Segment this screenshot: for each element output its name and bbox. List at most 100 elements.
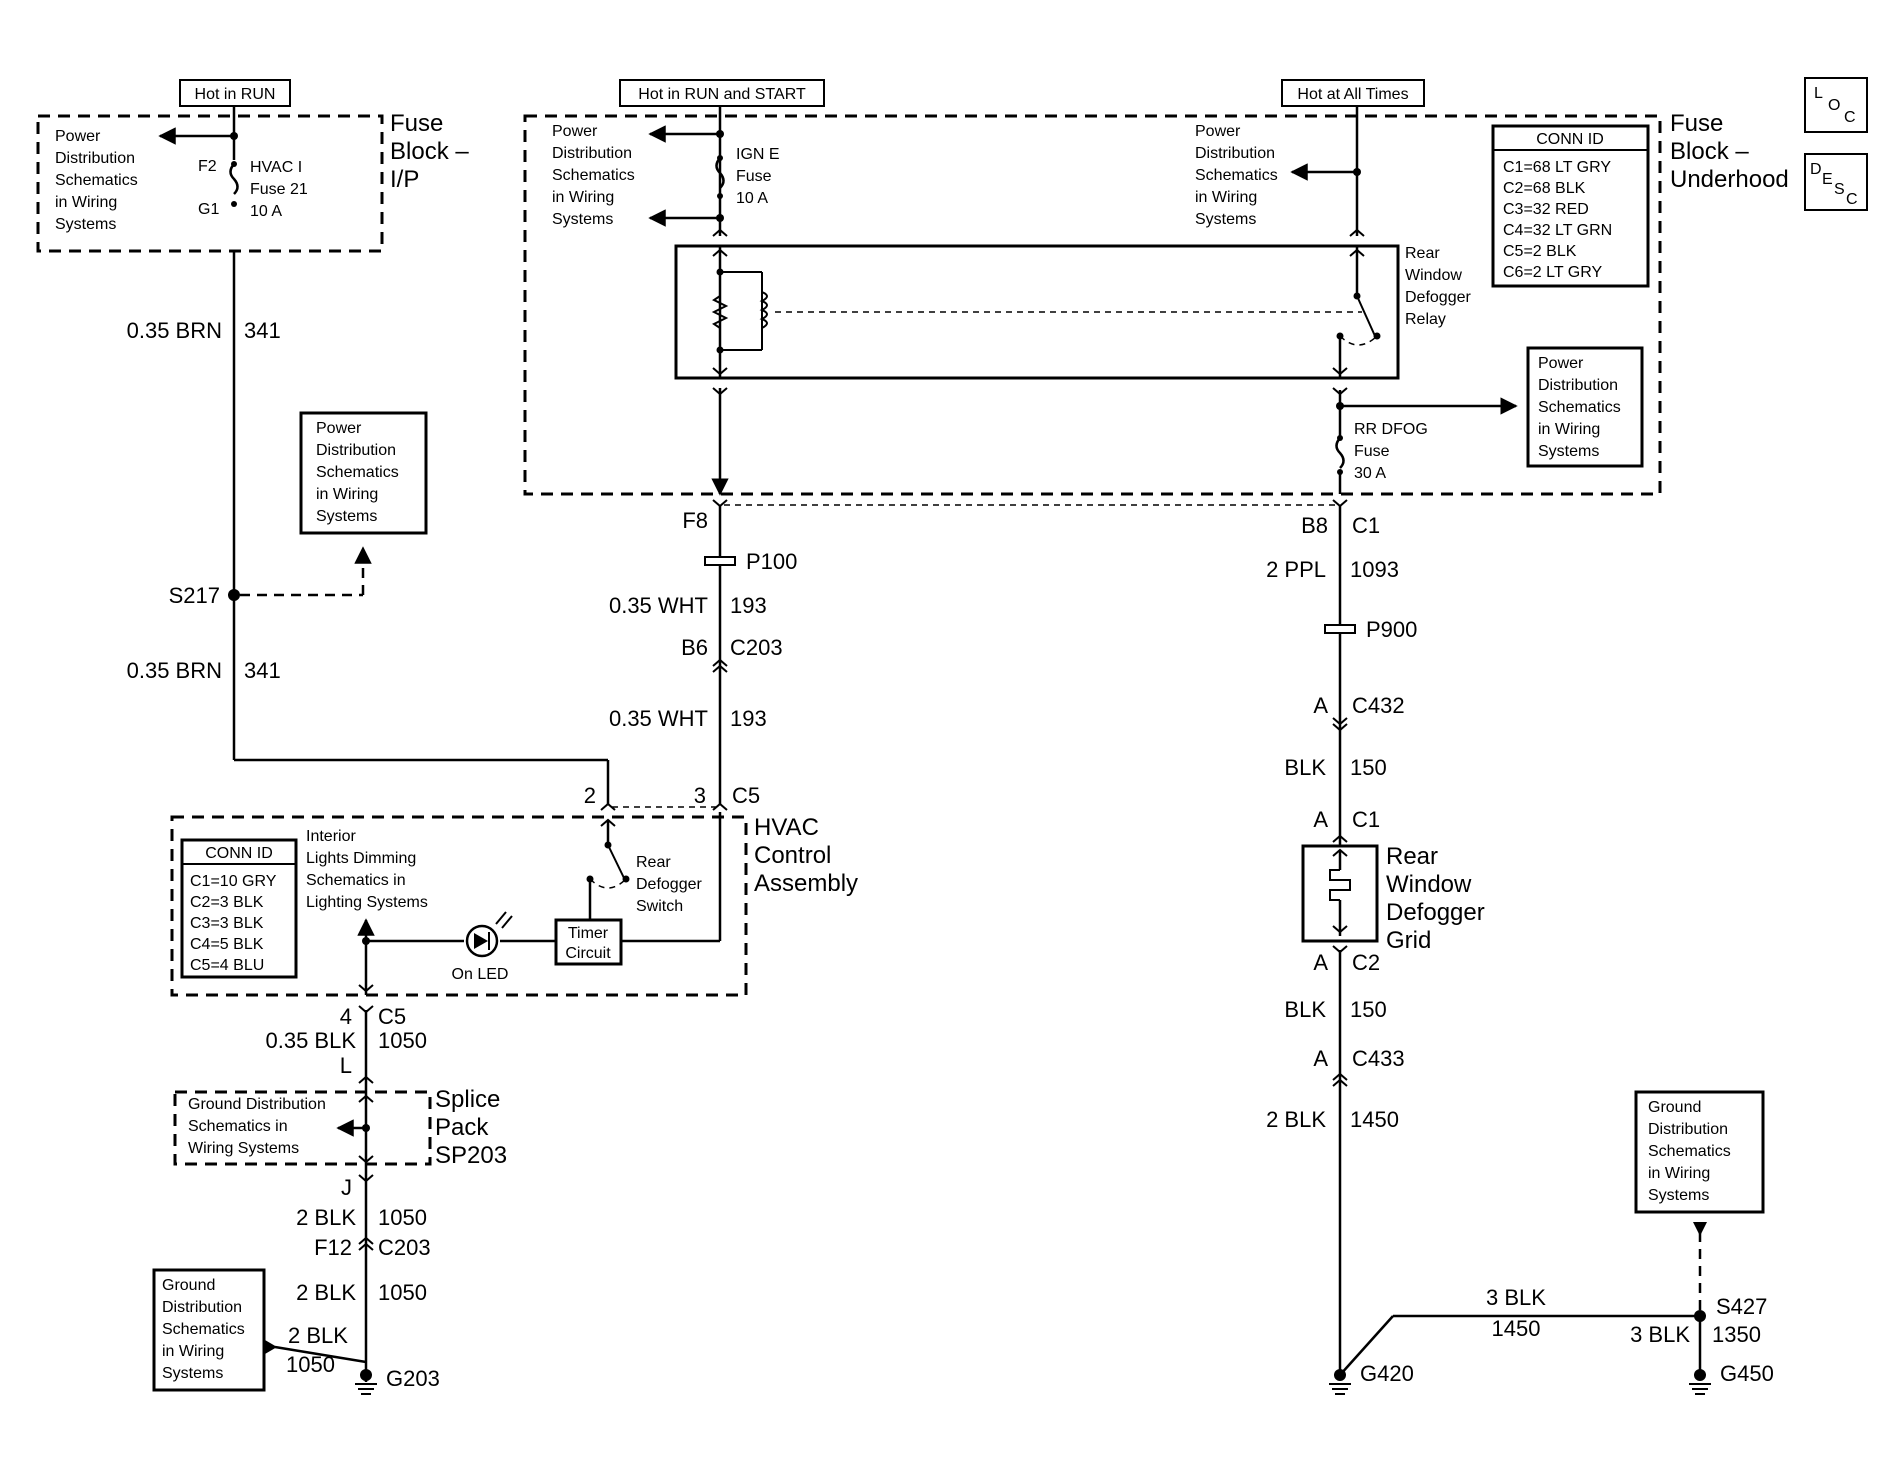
svg-text:1093: 1093: [1350, 557, 1399, 582]
svg-text:CONN ID: CONN ID: [205, 845, 273, 862]
svg-text:Systems: Systems: [55, 216, 116, 233]
svg-text:Power: Power: [552, 123, 598, 140]
relay-resistor-icon: [711, 295, 729, 329]
svg-text:Distribution: Distribution: [1538, 377, 1618, 394]
svg-text:Distribution: Distribution: [1195, 145, 1275, 162]
underhood-conn-id: CONN ID C1=68 LT GRY C2=68 BLK C3=32 RED…: [1491, 124, 1650, 288]
svg-text:O: O: [1828, 97, 1840, 114]
svg-text:in Wiring: in Wiring: [55, 194, 117, 211]
svg-text:Underhood: Underhood: [1670, 166, 1789, 193]
loc-icon[interactable]: L O C: [1804, 77, 1868, 133]
svg-text:J: J: [341, 1175, 352, 1200]
svg-text:2 BLK: 2 BLK: [296, 1205, 356, 1230]
svg-text:3: 3: [694, 783, 706, 808]
rear-window-defogger-relay: [674, 244, 1400, 380]
svg-text:C5=4 BLU: C5=4 BLU: [190, 957, 264, 974]
svg-text:P100: P100: [746, 549, 797, 574]
svg-text:C5: C5: [732, 783, 760, 808]
svg-text:Distribution: Distribution: [162, 1299, 242, 1316]
rr-dfog-fuse-icon: [1335, 437, 1345, 469]
svg-text:C2: C2: [1352, 950, 1380, 975]
pd-ref-box-mid-left[interactable]: Power Distribution Schematics in Wiring …: [299, 411, 428, 535]
svg-text:C6=2 LT GRY: C6=2 LT GRY: [1503, 264, 1602, 281]
svg-text:Systems: Systems: [1648, 1187, 1709, 1204]
svg-text:Interior: Interior: [306, 828, 356, 845]
svg-text:A: A: [1313, 950, 1328, 975]
svg-text:2: 2: [584, 783, 596, 808]
svg-text:Relay: Relay: [1405, 311, 1446, 328]
svg-text:Distribution: Distribution: [55, 150, 135, 167]
svg-text:Fuse: Fuse: [736, 168, 772, 185]
svg-text:C3=3 BLK: C3=3 BLK: [190, 915, 264, 932]
rear-window-defogger-grid: [1301, 844, 1379, 943]
svg-text:F12: F12: [314, 1235, 352, 1260]
svg-text:C4=5 BLK: C4=5 BLK: [190, 936, 264, 953]
svg-text:Distribution: Distribution: [1648, 1121, 1728, 1138]
p900-passthrough-icon: [1324, 624, 1356, 634]
svg-text:Control: Control: [754, 842, 831, 869]
gd-ref-box-left[interactable]: Ground Distribution Schematics in Wiring…: [152, 1268, 266, 1392]
svg-text:2 BLK: 2 BLK: [288, 1323, 348, 1348]
svg-text:in Wiring: in Wiring: [1648, 1165, 1710, 1182]
pd-ref-box-right[interactable]: Power Distribution Schematics in Wiring …: [1526, 346, 1644, 468]
svg-text:10 A: 10 A: [250, 203, 282, 220]
svg-text:3 BLK: 3 BLK: [1630, 1322, 1690, 1347]
svg-text:Wiring Systems: Wiring Systems: [188, 1140, 299, 1157]
svg-text:1050: 1050: [378, 1280, 427, 1305]
svg-text:B6: B6: [681, 635, 708, 660]
svg-text:I/P: I/P: [390, 166, 419, 193]
ign-e-fuse-icon: [715, 157, 725, 189]
svg-text:Circuit: Circuit: [565, 945, 611, 962]
svg-text:Rear: Rear: [636, 854, 671, 871]
svg-text:C203: C203: [378, 1235, 431, 1260]
svg-text:B8: B8: [1301, 513, 1328, 538]
svg-text:Power: Power: [316, 420, 362, 437]
hvac-control-assembly: 2 3 C5 HVAC Control Assembly CONN ID C1=…: [170, 783, 858, 997]
svg-text:2 BLK: 2 BLK: [1266, 1107, 1326, 1132]
left-circuit-341: 0.35 BRN 341 S217 0.35 BRN 341: [127, 250, 610, 805]
svg-text:Defogger: Defogger: [1405, 289, 1471, 306]
svg-text:Hot in RUN and START: Hot in RUN and START: [638, 86, 806, 103]
svg-text:C3=32 RED: C3=32 RED: [1503, 201, 1589, 218]
svg-text:Block –: Block –: [390, 138, 469, 165]
svg-text:341: 341: [244, 658, 281, 683]
svg-text:Rear: Rear: [1386, 843, 1438, 870]
svg-text:10 A: 10 A: [736, 190, 768, 207]
svg-text:Schematics: Schematics: [1195, 167, 1278, 184]
svg-text:Splice: Splice: [435, 1086, 500, 1113]
pd-ref-ip: Power: [55, 128, 101, 145]
splice-s217: [228, 589, 240, 601]
svg-text:Lights Dimming: Lights Dimming: [306, 850, 416, 867]
svg-text:3 BLK: 3 BLK: [1486, 1285, 1546, 1310]
header-hot-at-all-times: Hot at All Times: [1281, 79, 1425, 107]
svg-text:Ground: Ground: [1648, 1099, 1701, 1116]
svg-text:Rear: Rear: [1405, 245, 1440, 262]
svg-text:S: S: [1834, 181, 1845, 198]
center-circuit-193: F8 P100 0.35 WHT 193 B6 C203 0.35 WHT 19…: [609, 499, 1336, 805]
p100-passthrough-icon: [704, 556, 736, 566]
svg-text:in Wiring: in Wiring: [1538, 421, 1600, 438]
svg-text:On LED: On LED: [452, 966, 509, 983]
svg-text:Schematics: Schematics: [162, 1321, 245, 1338]
svg-text:1050: 1050: [378, 1205, 427, 1230]
svg-text:193: 193: [730, 593, 767, 618]
on-led-icon: [465, 911, 513, 958]
svg-text:Fuse: Fuse: [1670, 110, 1723, 137]
svg-text:G203: G203: [386, 1366, 440, 1391]
desc-icon[interactable]: D E S C: [1804, 153, 1868, 211]
svg-text:G1: G1: [198, 201, 219, 218]
svg-text:Systems: Systems: [552, 211, 613, 228]
svg-text:Window: Window: [1386, 871, 1472, 898]
svg-text:F2: F2: [198, 158, 217, 175]
svg-text:Pack: Pack: [435, 1114, 489, 1141]
svg-text:C: C: [1846, 191, 1858, 208]
gd-ref-box-right[interactable]: Ground Distribution Schematics in Wiring…: [1634, 1090, 1765, 1214]
fuse-block-underhood: Fuse Block – Underhood Power Distributio…: [523, 106, 1789, 496]
svg-text:4: 4: [340, 1004, 352, 1029]
ground-left-1050: 4 C5 0.35 BLK 1050 L Ground Distribution…: [152, 1004, 507, 1395]
svg-text:C5: C5: [378, 1004, 406, 1029]
svg-text:Schematics: Schematics: [552, 167, 635, 184]
svg-text:Block –: Block –: [1670, 138, 1749, 165]
svg-text:G420: G420: [1360, 1361, 1414, 1386]
svg-text:C1: C1: [1352, 807, 1380, 832]
